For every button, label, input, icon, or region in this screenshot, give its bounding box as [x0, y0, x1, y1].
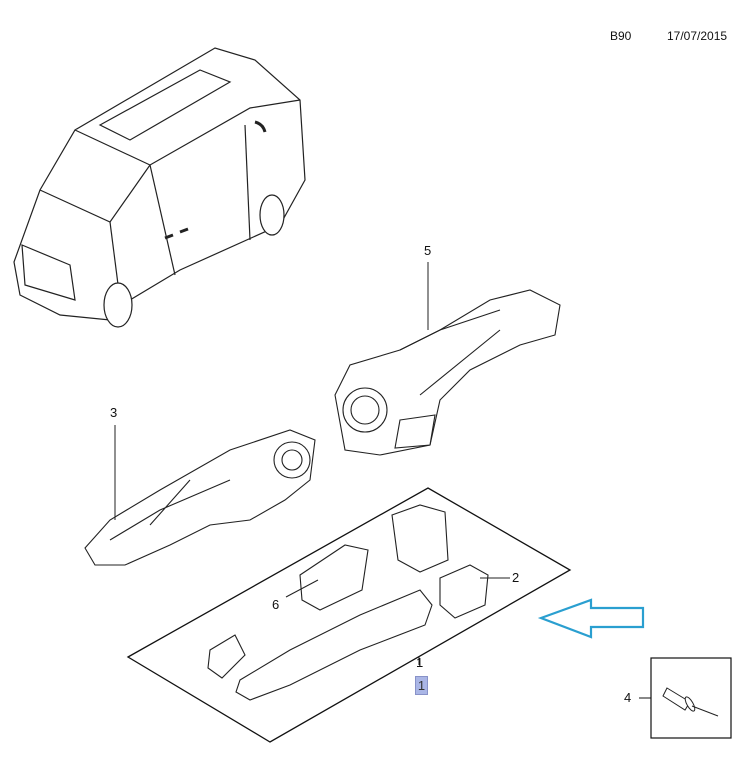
- front-carrier-part: [334, 289, 561, 456]
- view-direction-arrow-icon: [537, 598, 645, 639]
- callout-5: 5: [424, 243, 432, 258]
- end-cap-2-part: [439, 564, 489, 619]
- rivet-inset-box: [650, 657, 732, 739]
- handle-part: [235, 589, 433, 701]
- diagram-date: 17/07/2015: [667, 29, 728, 43]
- diagram-code: B90: [610, 29, 632, 43]
- rear-carrier-part: [84, 429, 316, 566]
- van-illustration: [13, 47, 306, 328]
- callout-2: 2: [512, 570, 520, 585]
- leader-6: [285, 579, 319, 598]
- rivet-part: [662, 687, 719, 717]
- callout-1: 1: [416, 655, 424, 670]
- kit-parts: [207, 504, 489, 701]
- callout-3: 3: [110, 405, 118, 420]
- seal-part: [299, 544, 369, 611]
- kit-boundary: [126, 487, 572, 743]
- callout-4: 4: [624, 690, 632, 705]
- callout-6: 6: [272, 597, 280, 612]
- end-cap-part: [391, 504, 449, 573]
- callout-1-highlighted[interactable]: 1: [415, 676, 428, 695]
- clip-part: [207, 634, 246, 679]
